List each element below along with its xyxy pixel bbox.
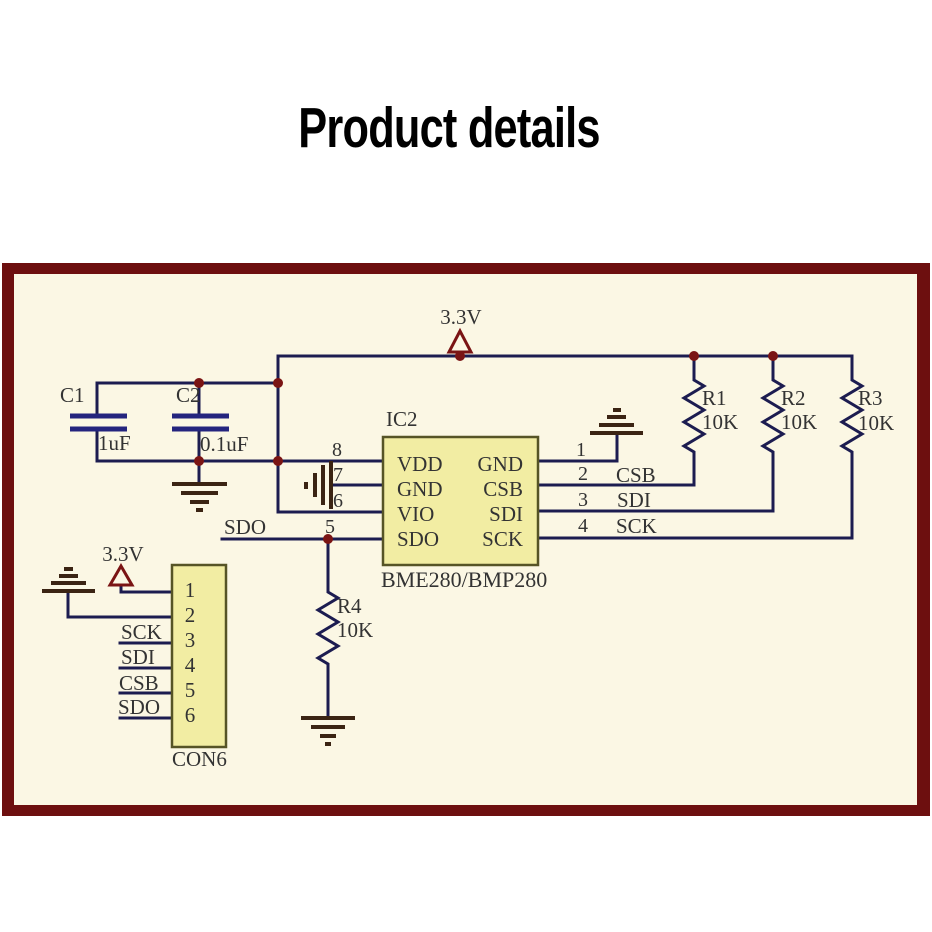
ground-symbol-ic-pin7 <box>304 461 333 509</box>
junction-dot <box>689 351 699 361</box>
wires <box>66 354 854 720</box>
net-label-sck: SCK <box>616 514 657 538</box>
junction-dot <box>455 351 465 361</box>
con6-ref: CON6 <box>172 747 227 771</box>
r4-value: 10K <box>337 618 373 642</box>
wire-con6-pin2 <box>66 590 174 619</box>
r1-ref: R1 <box>702 386 727 410</box>
power-label-top: 3.3V <box>440 305 481 329</box>
c2-plates <box>172 413 229 432</box>
net-label-sdi: SDI <box>617 488 651 512</box>
ground-symbol-r4 <box>301 716 355 746</box>
ground-symbol-con6-pin2 <box>42 567 95 593</box>
r1-body <box>681 354 707 487</box>
resistor-r4: R4 10K <box>315 537 373 718</box>
con6-pin6-num: 6 <box>185 703 196 727</box>
capacitor-c2: C2 0.1uF <box>172 383 248 456</box>
product-title-section: Product details <box>298 95 600 159</box>
ic2-pin-vio: VIO <box>397 502 434 526</box>
junction-dot <box>273 456 283 466</box>
con6-body <box>170 563 228 749</box>
ground-symbols <box>42 408 643 746</box>
con6-pin5-num: 5 <box>185 678 196 702</box>
con6-signal-sdo: SDO <box>118 695 160 719</box>
power-label-con6: 3.3V <box>102 542 143 566</box>
power-triangle-con6 <box>107 563 135 587</box>
ic2-pin2-num: 2 <box>578 463 588 485</box>
ic2-pin7-num: 7 <box>333 464 343 486</box>
ic2-pin-sck: SCK <box>482 527 523 551</box>
page-title: Product details <box>298 95 599 159</box>
capacitor-c1: C1 1uF <box>60 383 131 455</box>
ic2-pin-gnd-left: GND <box>397 477 443 501</box>
ic2-pin-sdi: SDI <box>489 502 523 526</box>
ic2-component: IC2 BME280/BMP280 8 7 6 5 VDD GND VIO SD… <box>325 407 588 592</box>
junction-dots <box>194 351 778 544</box>
ic2-ref: IC2 <box>386 407 418 431</box>
junction-dot <box>194 378 204 388</box>
junction-dot <box>273 378 283 388</box>
r4-body <box>315 537 341 718</box>
con6-signal-sck: SCK <box>121 620 162 644</box>
resistor-r3: R3 10K <box>839 354 894 540</box>
ic2-body <box>381 435 540 567</box>
wire-gnd-pin1 <box>536 432 619 463</box>
power-flags: 3.3V 3.3V <box>102 305 482 587</box>
r2-value: 10K <box>781 410 817 434</box>
con6-component: 1 2 3 4 5 6 CON6 SCK SDI CSB SDO <box>118 563 228 771</box>
ic2-pin6-num: 6 <box>333 490 343 512</box>
con6-signal-csb: CSB <box>119 671 159 695</box>
con6-pin2-num: 2 <box>185 603 196 627</box>
r2-ref: R2 <box>781 386 806 410</box>
ground-symbol-c2 <box>172 482 227 512</box>
net-labels: SDO CSB SDI SCK <box>224 463 657 539</box>
resistor-r1: R1 10K <box>681 354 738 487</box>
con6-pin4-num: 4 <box>185 653 196 677</box>
r1-value: 10K <box>702 410 738 434</box>
r3-value: 10K <box>858 411 894 435</box>
r2-body <box>760 354 786 513</box>
ic2-pin3-num: 3 <box>578 489 588 511</box>
ic2-part: BME280/BMP280 <box>381 567 547 592</box>
c1-plates <box>70 413 127 432</box>
con6-pin1-num: 1 <box>185 578 196 602</box>
ic2-pin-gnd-right: GND <box>478 452 524 476</box>
ic2-pin-sdo: SDO <box>397 527 439 551</box>
junction-dot <box>768 351 778 361</box>
junction-dot <box>323 534 333 544</box>
c1-ref: C1 <box>60 383 85 407</box>
ic2-pin1-num: 1 <box>576 439 586 461</box>
net-label-sdo: SDO <box>224 515 266 539</box>
r4-ref: R4 <box>337 594 362 618</box>
net-label-csb: CSB <box>616 463 656 487</box>
c2-value: 0.1uF <box>200 432 248 456</box>
ic2-pin4-num: 4 <box>578 515 588 537</box>
ic2-pin5-num: 5 <box>325 516 335 538</box>
con6-pin3-num: 3 <box>185 628 196 652</box>
ic2-pin8-num: 8 <box>332 439 342 461</box>
r3-ref: R3 <box>858 386 883 410</box>
con6-signal-sdi: SDI <box>121 645 155 669</box>
resistor-r2: R2 10K <box>760 354 817 513</box>
r3-body <box>839 354 865 540</box>
junction-dot <box>194 456 204 466</box>
c1-value: 1uF <box>98 431 131 455</box>
ic2-pin-vdd: VDD <box>397 452 443 476</box>
ic2-pin-csb: CSB <box>483 477 523 501</box>
ground-symbol-ic-pin1 <box>590 408 643 435</box>
